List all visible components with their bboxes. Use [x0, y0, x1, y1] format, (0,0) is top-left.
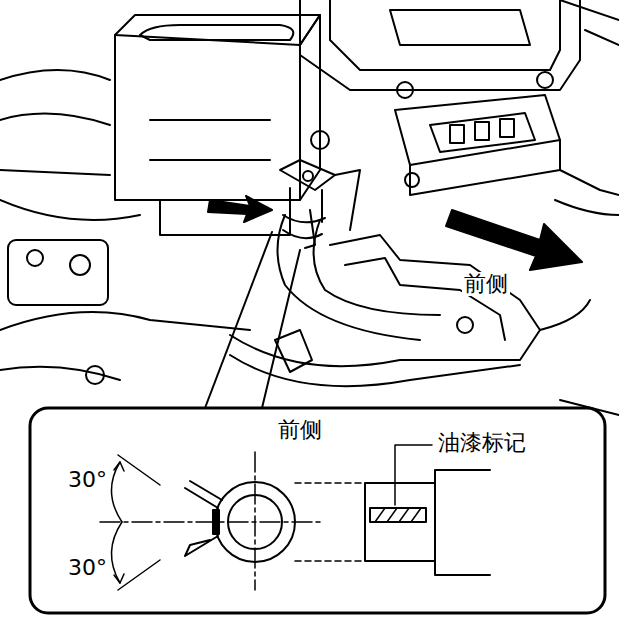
front-arrow	[446, 210, 582, 270]
clamp-detail	[100, 452, 365, 590]
pointer-arrow	[208, 196, 272, 222]
leader-line	[262, 250, 300, 408]
transaxle-housing	[0, 0, 619, 220]
paint-mark-label: 油漆标记	[436, 431, 528, 455]
hose	[278, 160, 441, 340]
angle-label: 30°	[66, 468, 109, 492]
right-connector	[395, 95, 619, 215]
bracket	[0, 240, 250, 384]
direction-label: 前侧	[462, 272, 510, 296]
angle-label: 30°	[66, 556, 109, 580]
leader-line	[205, 232, 272, 408]
direction-label: 前侧	[276, 418, 324, 442]
left-box	[115, 15, 329, 235]
detail-frame	[30, 408, 605, 613]
hose-side-view	[365, 445, 490, 575]
